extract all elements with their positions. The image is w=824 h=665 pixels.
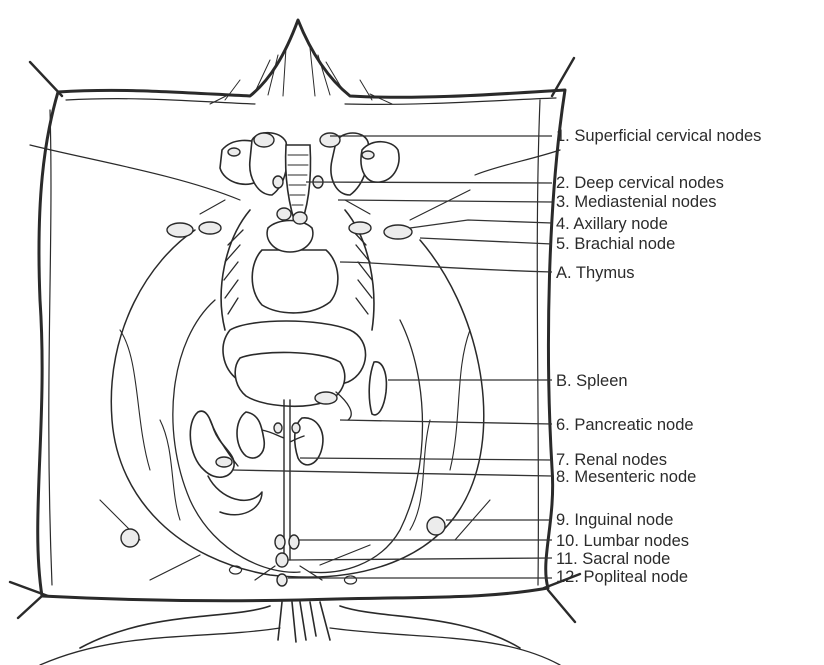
popliteal-node — [277, 574, 287, 586]
mesenteric-node — [216, 457, 232, 467]
renal-node-right — [292, 423, 300, 433]
label-inguinal-node: 9. Inguinal node — [556, 511, 673, 529]
deep-cervical-node-left — [273, 176, 283, 188]
superficial-cervical-node-right — [320, 133, 340, 147]
axillary-node-left — [199, 222, 221, 234]
labels: 1. Superficial cervical nodes 2. Deep ce… — [556, 127, 761, 586]
renal-node-left — [274, 423, 282, 433]
label-lumbar-nodes: 10. Lumbar nodes — [556, 532, 689, 550]
axillary-node-right — [349, 222, 371, 234]
label-spleen: B. Spleen — [556, 372, 628, 390]
label-axillary-node: 4. Axillary node — [556, 215, 668, 233]
label-renal-nodes: 7. Renal nodes — [556, 451, 667, 469]
spleen — [369, 362, 386, 415]
label-superficial-cervical-nodes: 1. Superficial cervical nodes — [556, 127, 761, 145]
label-brachial-node: 5. Brachial node — [556, 235, 675, 253]
label-pancreatic-node: 6. Pancreatic node — [556, 416, 694, 434]
lumbar-node-right — [289, 535, 299, 549]
superficial-cervical-node-left — [254, 133, 274, 147]
brachial-node-left — [167, 223, 193, 237]
label-mesenteric-node: 8. Mesenteric node — [556, 468, 696, 486]
mediastenial-node-right — [293, 212, 307, 224]
lumbar-node-left — [275, 535, 285, 549]
label-thymus: A. Thymus — [556, 264, 635, 282]
label-popliteal-node: 12. Popliteal node — [556, 568, 688, 586]
pancreatic-node — [315, 392, 337, 404]
label-mediastenial-nodes: 3. Mediastenial nodes — [556, 193, 717, 211]
mediastenial-node-left — [277, 208, 291, 220]
sacral-node — [276, 553, 288, 567]
thymus — [252, 250, 338, 313]
thorax — [167, 190, 470, 330]
inguinal-node-left — [121, 529, 139, 547]
label-sacral-node: 11. Sacral node — [556, 550, 670, 568]
inguinal-node-right — [427, 517, 445, 535]
label-deep-cervical-nodes: 2. Deep cervical nodes — [556, 174, 724, 192]
brachial-node-right — [384, 225, 412, 239]
